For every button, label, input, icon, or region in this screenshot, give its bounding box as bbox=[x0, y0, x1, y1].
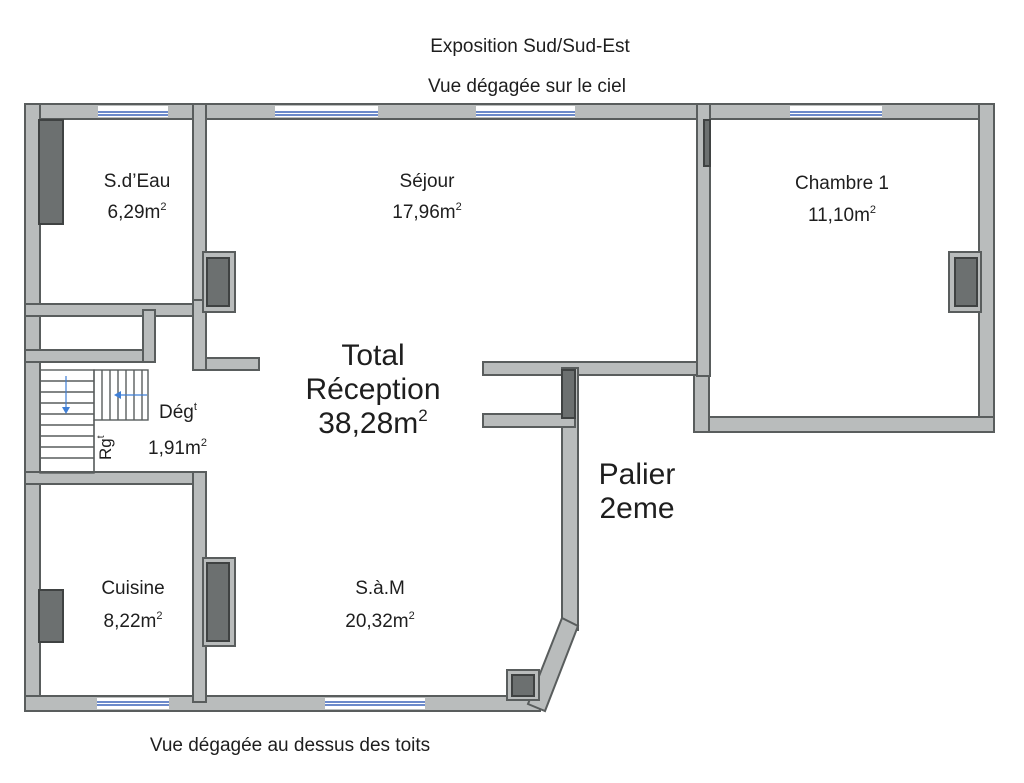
room-deg: Dégt 1,91m2 Rgt bbox=[96, 401, 207, 460]
total-area: 38,28m2 bbox=[318, 406, 428, 440]
view-bottom-label: Vue dégagée au dessus des toits bbox=[150, 735, 430, 756]
room-area-cuisine: 8,22m2 bbox=[104, 610, 163, 632]
room-area-sam: 20,32m2 bbox=[345, 610, 415, 632]
room-area-sdeau: 6,29m2 bbox=[108, 201, 167, 223]
room-name-sejour: Séjour bbox=[400, 171, 456, 192]
room-chambre: Chambre 1 11,10m2 bbox=[795, 173, 889, 226]
left-wall bbox=[24, 103, 41, 711]
duct-chambre-wall bbox=[703, 119, 711, 167]
stair-arrow-down-icon bbox=[62, 407, 70, 414]
closet-right-wall bbox=[142, 309, 156, 363]
sejour-left-stub bbox=[202, 357, 260, 371]
windows-bottom bbox=[97, 698, 425, 709]
header-labels: Exposition Sud/Sud-Est Vue dégagée sur l… bbox=[428, 36, 630, 97]
room-area-chambre: 11,10m2 bbox=[808, 204, 876, 226]
duct-sdeau bbox=[38, 119, 64, 225]
room-sam: S.à.M 20,32m2 bbox=[345, 578, 415, 632]
palier: Palier 2eme bbox=[599, 458, 676, 525]
duct-cuisine bbox=[38, 589, 64, 643]
chambre-bottom-wall bbox=[693, 416, 995, 433]
stair-arrow-left-icon bbox=[114, 391, 121, 399]
cuisine-top-wall bbox=[24, 471, 206, 485]
total-line2: Réception bbox=[305, 373, 440, 406]
duct-sejour bbox=[206, 257, 230, 307]
room-cuisine: Cuisine 8,22m2 bbox=[101, 578, 164, 632]
total-reception: Total Réception 38,28m2 bbox=[305, 339, 440, 440]
view-top-label: Vue dégagée sur le ciel bbox=[428, 76, 626, 97]
total-line1: Total bbox=[341, 339, 404, 372]
room-name-cuisine: Cuisine bbox=[101, 578, 164, 599]
ducts bbox=[38, 119, 982, 701]
duct-sam-corner bbox=[511, 674, 535, 697]
room-sejour: Séjour 17,96m2 bbox=[392, 171, 462, 223]
corridor-bottom-wall bbox=[482, 413, 576, 428]
room-name-deg: Dégt bbox=[159, 401, 197, 423]
palier-line2: 2eme bbox=[599, 492, 674, 525]
storage-label: Rgt bbox=[96, 435, 115, 460]
staircase bbox=[39, 369, 149, 474]
sejour-chambre-wall bbox=[696, 103, 711, 377]
sejour-left-lower bbox=[192, 299, 207, 371]
duct-sam bbox=[206, 562, 230, 642]
room-area-deg: 1,91m2 bbox=[148, 437, 207, 459]
palier-line1: Palier bbox=[599, 458, 676, 491]
closet-bottom-wall bbox=[24, 349, 154, 363]
room-sdeau: S.d’Eau 6,29m2 bbox=[104, 171, 171, 223]
footer-labels: Vue dégagée au dessus des toits bbox=[150, 735, 430, 756]
room-area-sejour: 17,96m2 bbox=[392, 201, 462, 223]
corridor-top-wall bbox=[482, 361, 710, 376]
sdeau-bottom-wall bbox=[24, 303, 202, 317]
room-name-sdeau: S.d’Eau bbox=[104, 171, 171, 192]
windows-top bbox=[98, 106, 882, 117]
room-name-sam: S.à.M bbox=[355, 578, 405, 599]
duct-corridor bbox=[561, 369, 576, 419]
duct-chambre bbox=[954, 257, 978, 307]
room-name-chambre: Chambre 1 bbox=[795, 173, 889, 194]
exposure-label: Exposition Sud/Sud-Est bbox=[430, 36, 630, 57]
